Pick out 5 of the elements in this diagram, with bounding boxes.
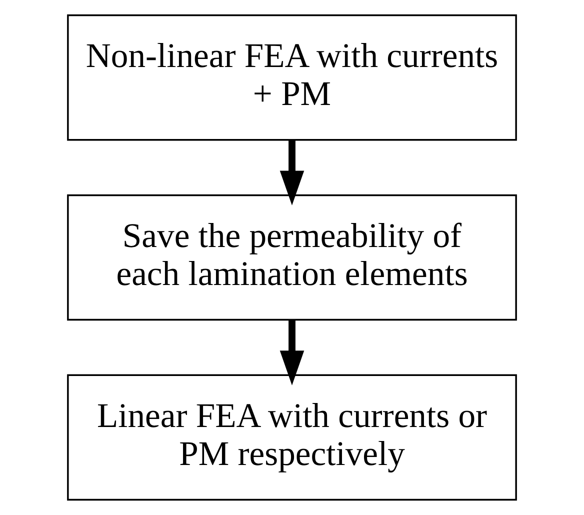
node-box: Save the permeability of each lamination elements	[67, 194, 517, 321]
arrow	[280, 140, 304, 206]
node-box: Non-linear FEA with currents + PM	[67, 14, 517, 141]
node-box: Linear FEA with currents or PM respectively	[67, 374, 517, 501]
arrow	[280, 320, 304, 386]
